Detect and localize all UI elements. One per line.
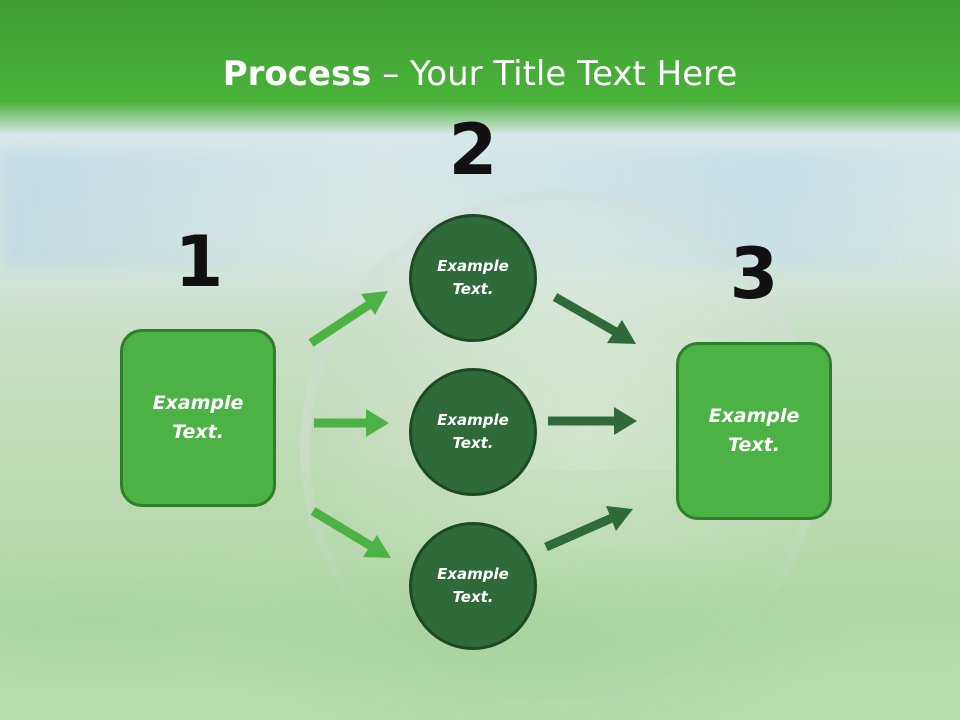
arrow-left-to-middle [314,409,389,437]
arrow-left-to-bottom [310,507,391,558]
step-number-2: 2 [448,109,498,191]
circle-middle: Example Text. [409,368,537,496]
arrow-top-to-right [552,293,636,344]
right-box: Example Text. [676,342,832,520]
step-number-1: 1 [174,221,224,303]
circle-top: Example Text. [409,214,537,342]
arrow-middle-to-right [548,407,637,435]
title-rest: – Your Title Text Here [371,54,738,94]
step-number-3: 3 [729,233,779,315]
circle-bottom: Example Text. [409,522,537,650]
title-bold: Process [222,54,372,94]
arrow-left-to-top [308,291,388,347]
slide-title: Process – Your Title Text Here [0,52,960,96]
left-box: Example Text. [120,329,276,507]
arrow-bottom-to-right [544,506,633,552]
title-band [0,0,960,135]
